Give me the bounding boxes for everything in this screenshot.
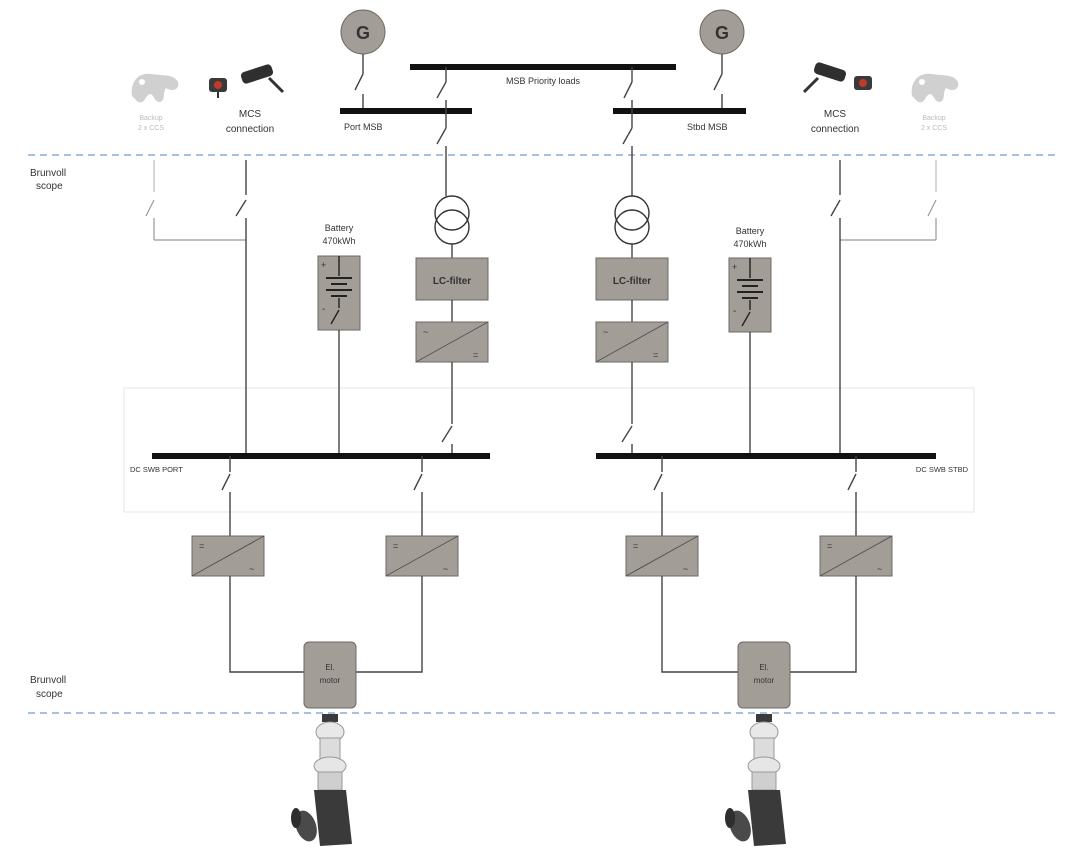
port-drive-right: = ~ [356, 456, 459, 673]
transformer-icon [614, 195, 650, 245]
battery-port: + - [317, 255, 361, 456]
motor-stbd-label-1: El. [759, 663, 768, 672]
lc-filter-port [415, 257, 489, 301]
port-msb-label: Port MSB [344, 122, 383, 132]
battery-port-label-1: Battery [325, 223, 354, 233]
motor-port: El. motor [303, 641, 357, 709]
transformer-icon [434, 195, 470, 245]
rectifier-port-ac: ~ [423, 327, 428, 337]
dc-swb-port-label: DC SWB PORT [130, 465, 183, 474]
rectifier-stbd: ~ = [595, 321, 669, 363]
motor-port-label-2: motor [320, 676, 341, 685]
generator-port: G [340, 9, 386, 110]
rectifier-stbd-ac: ~ [603, 327, 608, 337]
inverter-stbd-1-ac: ~ [683, 564, 688, 574]
mcs-label-port-1: MCS [239, 109, 262, 120]
inverter-port-1-ac: ~ [249, 564, 254, 574]
inverter-stbd-2-ac: ~ [877, 564, 882, 574]
battery-stbd-label-2: 470kWh [733, 239, 766, 249]
motor-stbd-label-2: motor [754, 676, 775, 685]
stbd-msb-label: Stbd MSB [687, 122, 728, 132]
scope-label-bottom-1: Brunvoll [30, 675, 66, 686]
rectifier-port-dc: = [473, 350, 478, 360]
lc-filter-stbd [595, 257, 669, 301]
mcs-label-port-2: connection [226, 124, 274, 135]
port-drive-left: = ~ [191, 456, 304, 673]
backup-label-port-1: Backup [139, 115, 162, 122]
azimuth-thruster-icon [291, 714, 352, 846]
backup-label-stbd-2: 2 x CCS [921, 125, 947, 132]
priority-tie-stbd [623, 67, 633, 111]
dc-area-frame [123, 387, 975, 513]
stbd-drive-left: = ~ [625, 456, 738, 673]
rectifier-port: ~ = [415, 321, 489, 363]
msb-priority-label: MSB Priority loads [506, 76, 581, 86]
stbd-shore-feeders [830, 160, 937, 456]
mcs-label-stbd-1: MCS [824, 109, 847, 120]
lc-filter-stbd-label: LC-filter [613, 276, 651, 287]
scope-label-top-1: Brunvoll [30, 168, 66, 179]
inverter-port-2-dc: = [393, 541, 398, 551]
ev-charging-plug-icon [209, 64, 285, 98]
motor-port-label-1: El. [325, 663, 334, 672]
battery-port-minus: - [322, 304, 325, 315]
backup-label-stbd-1: Backup [922, 115, 945, 122]
inverter-stbd-2-dc: = [827, 541, 832, 551]
inverter-stbd-1-dc: = [633, 541, 638, 551]
generator-stbd-label: G [715, 23, 729, 43]
battery-port-plus: + [321, 260, 326, 270]
ccs-charger-icon [131, 73, 179, 103]
port-shore-feeders [145, 160, 247, 456]
priority-tie-port [436, 67, 447, 111]
battery-port-label-2: 470kWh [322, 236, 355, 246]
lc-filter-port-label: LC-filter [433, 276, 471, 287]
battery-stbd-minus: - [733, 306, 736, 317]
mcs-label-stbd-2: connection [811, 124, 859, 135]
scope-label-top-2: scope [36, 181, 63, 192]
inverter-port-2-ac: ~ [443, 564, 448, 574]
ev-charging-plug-icon [802, 62, 872, 94]
backup-label-port-2: 2 x CCS [138, 125, 164, 132]
port-transformer-chain: LC-filter ~ = [415, 111, 489, 456]
battery-stbd-plus: + [732, 262, 737, 272]
dc-swb-stbd-label: DC SWB STBD [916, 465, 969, 474]
generator-stbd: G [699, 9, 745, 110]
ccs-charger-icon [911, 73, 959, 103]
battery-stbd: + - [728, 257, 772, 456]
battery-stbd-label-1: Battery [736, 226, 765, 236]
azimuth-thruster-icon [725, 714, 786, 846]
stbd-drive-right: = ~ [790, 456, 893, 673]
generator-port-label: G [356, 23, 370, 43]
stbd-transformer-chain: LC-filter ~ = [595, 111, 669, 456]
motor-stbd: El. motor [737, 641, 791, 709]
scope-label-bottom-2: scope [36, 689, 63, 700]
rectifier-stbd-dc: = [653, 350, 658, 360]
inverter-port-1-dc: = [199, 541, 204, 551]
